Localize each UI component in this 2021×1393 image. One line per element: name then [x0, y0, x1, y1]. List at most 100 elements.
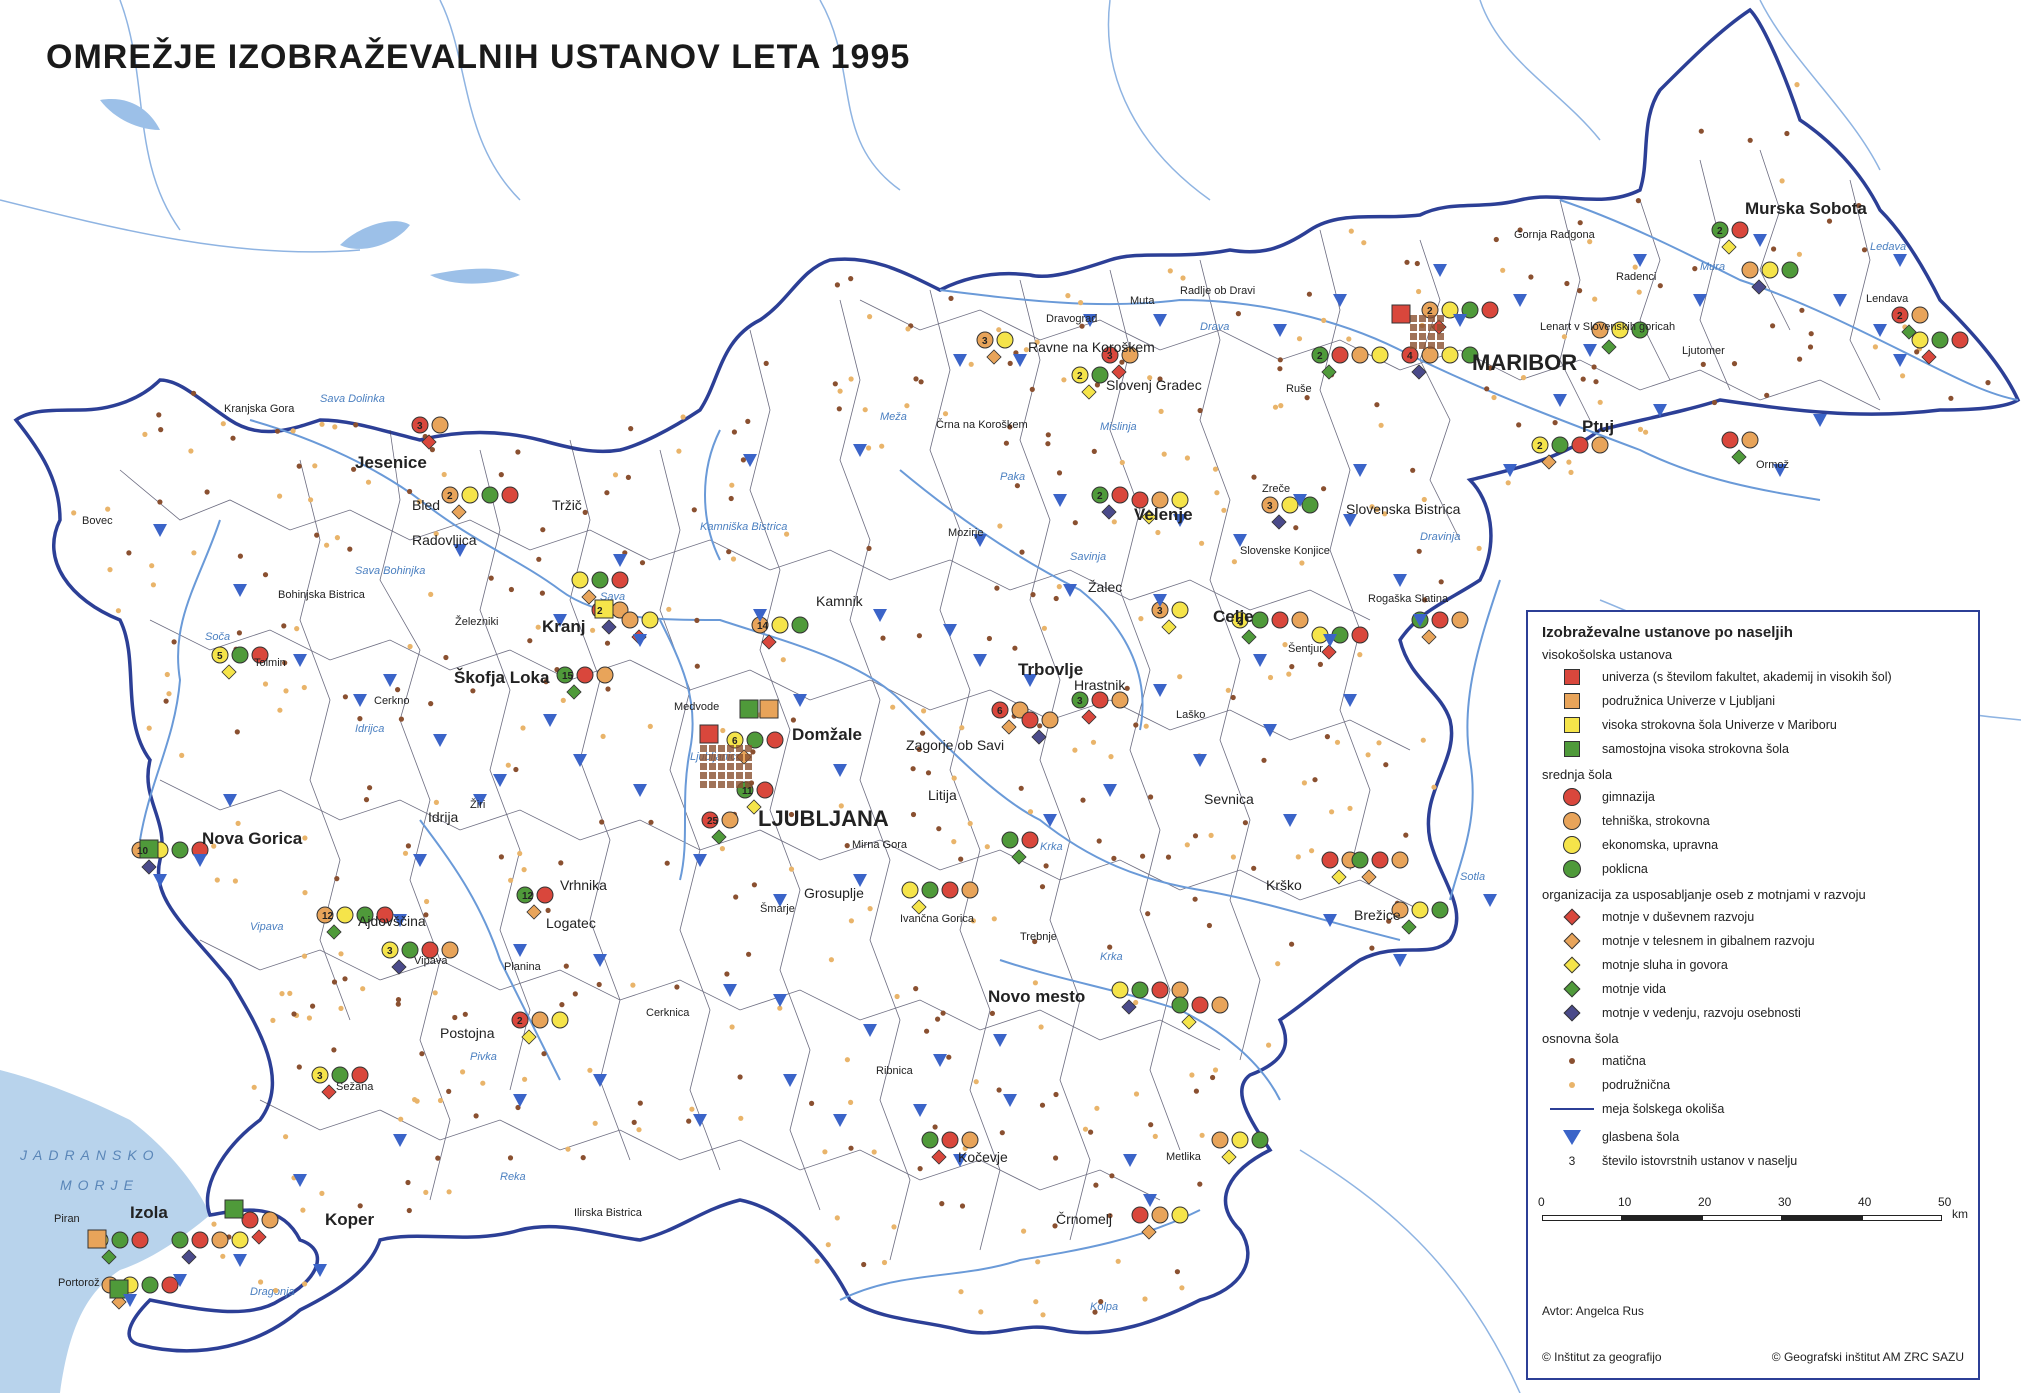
music-school-triangle [1833, 294, 1847, 307]
legend-row-district-line: meja šolskega okoliša [1542, 1097, 1964, 1121]
secondary-school-circle [1301, 496, 1319, 514]
secondary-school-circle [376, 906, 394, 924]
music-school-triangle [953, 354, 967, 367]
city-school-block [709, 745, 716, 752]
city-school-block [1419, 324, 1426, 331]
city-label: Trbovlje [1018, 660, 1083, 679]
primary-school-dot [1278, 403, 1284, 409]
legend-secondary-row: gimnazija [1542, 785, 1964, 809]
secondary-school-circle [481, 486, 499, 504]
primary-school-dot [986, 635, 993, 642]
city-school-block [745, 763, 752, 770]
city-school-block [700, 781, 707, 788]
primary-school-dot [1794, 82, 1800, 88]
primary-school-dot [866, 545, 872, 552]
city-label: Škofja Loka [454, 668, 550, 687]
music-school-triangle [413, 854, 427, 867]
legend-higher-row: podružnica Univerze v Ljubljani [1542, 689, 1964, 713]
primary-school-dot [1039, 884, 1046, 890]
secondary-school-circle [1101, 346, 1119, 364]
special-needs-diamond [326, 924, 342, 940]
primary-school-dot [1145, 911, 1151, 917]
primary-school-dot [535, 624, 541, 630]
primary-school-dot [1289, 664, 1295, 670]
primary-school-dot [543, 679, 549, 685]
primary-school-dot [1484, 386, 1490, 392]
secondary-school-circle [111, 1231, 129, 1249]
primary-school-dot [604, 640, 611, 646]
special-needs-diamond [1181, 1014, 1197, 1030]
secondary-school-circle [171, 841, 189, 859]
city-label: Mirna Gora [852, 839, 908, 851]
primary-school-dot [1107, 1213, 1113, 1219]
primary-school-dot [274, 428, 281, 434]
primary-school-dot [470, 688, 476, 694]
secondary-school-circle [1171, 491, 1189, 509]
primary-school-dot [338, 951, 344, 957]
scale-segment [1622, 1215, 1702, 1221]
city-label: Lendava [1866, 293, 1909, 305]
primary-school-dot [1082, 1126, 1089, 1132]
secondary-school-circle [941, 1131, 959, 1149]
music-school-triangle [543, 714, 557, 727]
primary-school-dot [1088, 1129, 1094, 1135]
legend-special-row: motnje sluha in govora [1542, 953, 1964, 977]
higher-education-square [594, 599, 614, 619]
legend-special-diamond-icon [1563, 932, 1581, 950]
primary-school-dot [666, 606, 672, 612]
secondary-school-circle [921, 881, 939, 899]
primary-school-dot [1376, 740, 1382, 746]
primary-school-dot [310, 1003, 316, 1009]
city-school-block [727, 772, 734, 779]
svg-text:Mislinja: Mislinja [1100, 421, 1137, 433]
primary-school-dot [308, 497, 314, 503]
primary-school-dot [999, 1130, 1005, 1136]
special-needs-diamond [1541, 454, 1557, 470]
primary-school-dot [367, 785, 373, 791]
secondary-school-circle [1311, 346, 1329, 364]
primary-school-dot [1383, 762, 1389, 768]
primary-school-dot [338, 1005, 344, 1012]
secondary-school-circle [1611, 321, 1629, 339]
secondary-school-circle [1091, 366, 1109, 384]
music-school-triangles [123, 234, 1907, 1307]
special-needs-diamond [1421, 629, 1437, 645]
music-school-triangle [693, 1114, 707, 1127]
music-school-triangle [1773, 464, 1787, 477]
city-label: Idrija [428, 809, 459, 825]
primary-school-dot [1039, 1102, 1046, 1108]
primary-school-dot [1111, 855, 1117, 862]
primary-school-dot [729, 482, 735, 488]
svg-text:Idrijca: Idrijca [355, 723, 384, 735]
special-needs-diamond [181, 1249, 197, 1265]
music-school-triangle [783, 1074, 797, 1087]
secondary-school-circle [1021, 831, 1039, 849]
legend-primary-row: matična [1542, 1049, 1964, 1073]
primary-school-dot [273, 1287, 279, 1294]
secondary-school-circle [1041, 711, 1059, 729]
special-needs-diamond [1001, 719, 1017, 735]
music-school-triangle [693, 854, 707, 867]
city-label: Trebnje [1020, 931, 1057, 943]
primary-school-dot [1404, 259, 1410, 265]
primary-school-dot [1784, 130, 1790, 137]
primary-school-dot [924, 1028, 930, 1034]
primary-school-dot [745, 418, 751, 424]
music-school-triangle [1873, 324, 1887, 337]
city-label: Velenje [1134, 505, 1193, 524]
music-school-triangle [393, 914, 407, 927]
primary-school-dot [220, 1253, 226, 1259]
primary-school-dot [1212, 1067, 1219, 1073]
primary-school-dot [126, 550, 132, 556]
primary-school-dot [951, 775, 957, 781]
city-label: Mozirje [948, 527, 983, 539]
primary-school-dot [416, 499, 423, 505]
legend-higher-label: samostojna visoka strokovna šola [1602, 742, 1789, 756]
primary-school-dot [1321, 486, 1327, 492]
primary-school-dot [296, 463, 302, 469]
secondary-school-circle [921, 1131, 939, 1149]
primary-school-dot [1948, 395, 1954, 401]
primary-school-dot [1155, 529, 1161, 536]
primary-school-dot [1079, 323, 1085, 329]
institution-count: 2 [1097, 491, 1103, 502]
